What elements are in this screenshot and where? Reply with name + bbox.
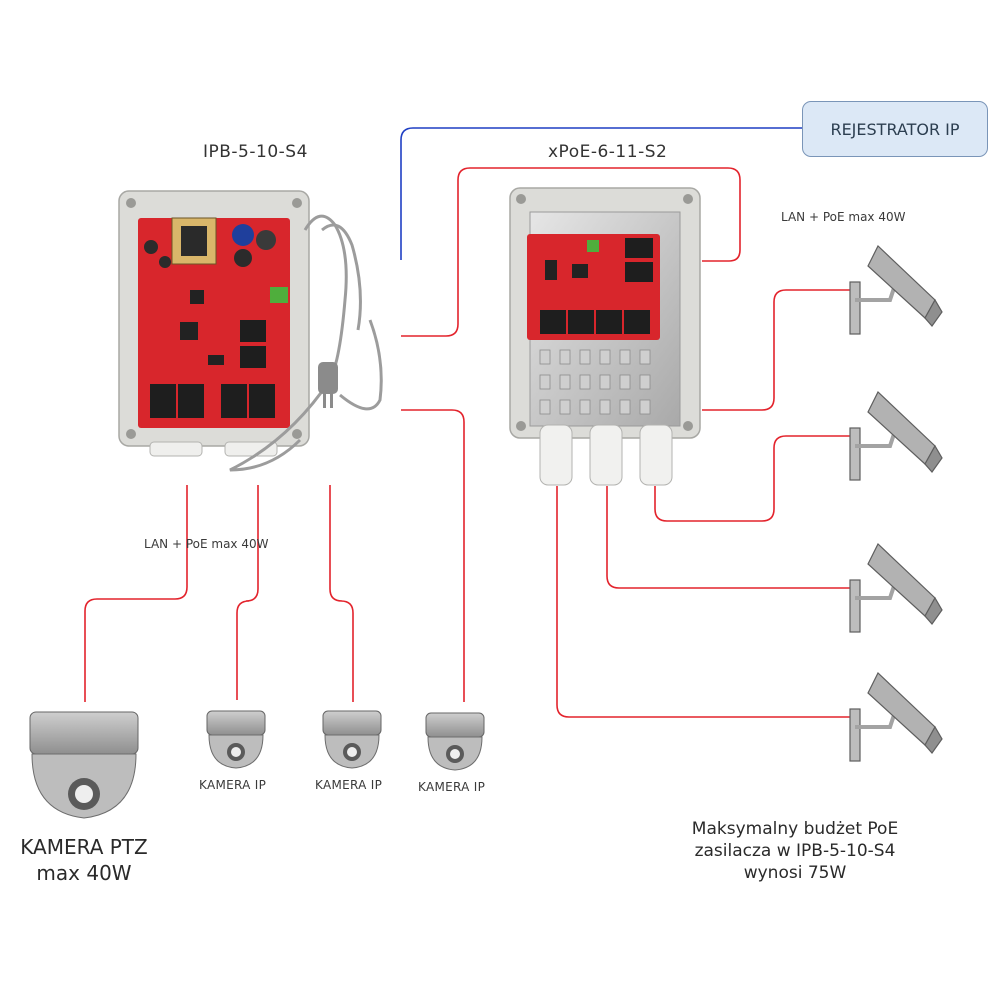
switch2-label: xPoE-6-11-S2 [548,142,668,162]
lan-poe-label-left: LAN + PoE max 40W [144,537,269,551]
power-cable-icon [229,214,383,472]
cable-ipb-to-xpoe [401,167,741,337]
dome-camera-icon [425,712,485,771]
camera-ip-label-3: KAMERA IP [418,780,486,794]
bullet-camera-icon [849,245,943,335]
cable-gland-icon [539,424,673,486]
dome-camera-icon [322,710,382,769]
cables [84,127,852,718]
cable-bullet-3 [606,486,852,589]
recorder-label: REJESTRATOR IP [830,119,960,139]
bullet-camera-icon [849,391,943,481]
bullet-camera-icon [849,543,943,633]
recorder-box: REJESTRATOR IP [802,101,988,157]
cable-bullet-2 [654,435,852,522]
cable-ptz [84,485,188,702]
rj45-port-icon [540,238,653,334]
bullet-camera-icon [849,672,943,762]
cable-camera-ip-3 [401,409,465,702]
cable-gland-icon [149,441,278,457]
camera-ip-label-2: KAMERA IP [315,778,383,792]
camera-ip-label-1: KAMERA IP [199,778,267,792]
switch1-label: IPB-5-10-S4 [203,142,308,162]
xpoe-6-11-s2-unit [509,187,701,486]
pcb-board [138,218,290,428]
dome-camera-icon [206,710,266,769]
cable-bullet-4 [556,486,852,718]
note-line3: wynosi 75W [743,863,847,883]
cable-recorder-uplink [400,127,802,260]
poe-budget-note: Maksymalny budżet PoE zasilacza w IPB-5-… [640,818,950,884]
cable-camera-ip-1 [236,485,259,700]
note-line2: zasilacza w IPB-5-10-S4 [694,841,896,861]
ptz-dome-camera-icon [29,711,139,819]
ptz-label-line2: max 40W [36,861,132,885]
rj45-port-icon [150,320,275,418]
cable-camera-ip-2 [329,485,354,702]
ptz-label-line1: KAMERA PTZ [20,835,148,859]
ptz-camera-label: KAMERA PTZ max 40W [4,834,164,886]
lan-poe-label-right: LAN + PoE max 40W [781,210,906,224]
note-line1: Maksymalny budżet PoE [691,819,899,839]
cable-bullet-1 [702,289,852,411]
ipb-5-10-s4-unit [118,190,383,472]
